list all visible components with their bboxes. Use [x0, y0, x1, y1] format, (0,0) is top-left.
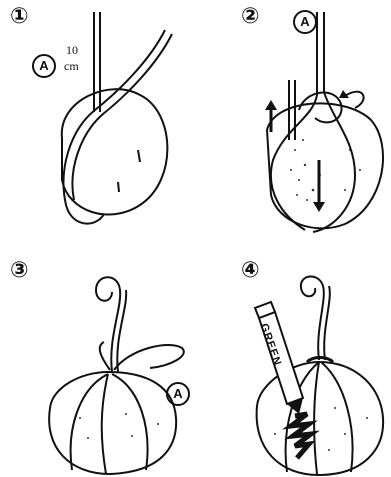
step-2-panel: ② A: [195, 0, 391, 238]
measure-value: 10: [66, 44, 78, 56]
leaf-scribble-icon: [291, 414, 311, 458]
step-4-number: ④: [241, 260, 260, 282]
pumpkin-icon: [257, 362, 384, 475]
step-1-panel: ① A 10 cm: [0, 0, 195, 238]
step-4-panel: ④ GREEN: [195, 238, 391, 477]
twine-icon: [271, 12, 317, 230]
step-3-number: ③: [10, 260, 29, 282]
stem-curl-icon: [301, 276, 324, 360]
step-2-illustration: [195, 0, 391, 238]
step-3-illustration: [0, 238, 195, 477]
step-2-marker: A: [293, 10, 317, 34]
twine-bow-icon: [114, 345, 184, 370]
step-1-marker: A: [32, 54, 56, 78]
step-1-number: ①: [10, 6, 29, 28]
measure-unit: cm: [64, 60, 79, 72]
pumpkin-icon: [49, 372, 176, 474]
step-3-panel: ③ A: [0, 238, 195, 477]
measure-bracket-icon: [94, 12, 100, 112]
step-4-illustration: [195, 238, 391, 477]
step-1-illustration: [0, 0, 195, 238]
curl-arrow-icon: [345, 92, 364, 108]
step-2-number: ②: [241, 6, 260, 28]
step-3-marker: A: [166, 382, 190, 406]
